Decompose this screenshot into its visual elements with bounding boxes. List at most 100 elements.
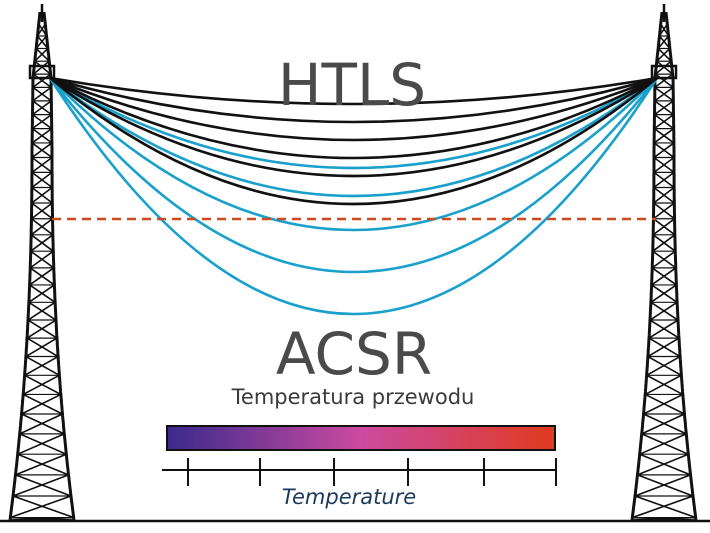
tower-brace bbox=[634, 474, 691, 497]
tower-brace bbox=[639, 433, 687, 455]
htls-label: HTLS bbox=[278, 51, 426, 119]
htls-conductor-2 bbox=[48, 76, 659, 124]
tower-brace bbox=[26, 319, 57, 339]
tower-brace bbox=[31, 113, 52, 130]
tower-brace bbox=[17, 433, 65, 455]
tower-brace bbox=[31, 142, 53, 159]
tower-brace bbox=[658, 23, 668, 37]
tower-brace bbox=[17, 453, 69, 476]
tower-brace bbox=[656, 60, 674, 75]
tower-brace bbox=[647, 337, 680, 358]
tower-brace bbox=[653, 127, 675, 144]
temperature-axis-caption: Temperature bbox=[282, 485, 416, 509]
tower-brace bbox=[25, 337, 58, 358]
tower-brace bbox=[654, 73, 674, 89]
tower-brace bbox=[643, 393, 684, 415]
tower-brace bbox=[641, 433, 689, 455]
tower-brace bbox=[658, 35, 671, 49]
tower-brace bbox=[653, 142, 675, 159]
tower-brace bbox=[653, 156, 675, 174]
tower-brace bbox=[648, 319, 679, 339]
htls-conductor-6 bbox=[48, 76, 659, 206]
tower-brace bbox=[652, 218, 676, 236]
tower-brace bbox=[31, 156, 53, 174]
tower-brace bbox=[653, 186, 675, 204]
tower-brace bbox=[639, 453, 691, 476]
tower-brace bbox=[653, 113, 674, 130]
tower-brace bbox=[32, 86, 52, 102]
tower-brace bbox=[12, 474, 69, 497]
tower-brace bbox=[31, 171, 53, 189]
tower-brace bbox=[34, 60, 52, 75]
tower-crossarm bbox=[650, 64, 678, 80]
tower-brace bbox=[654, 86, 674, 102]
tower-brace bbox=[36, 35, 49, 49]
acsr-label: ACSR bbox=[276, 320, 432, 388]
htls-conductor-3 bbox=[48, 76, 659, 142]
tower-brace bbox=[15, 474, 72, 497]
tower-brace bbox=[12, 495, 74, 519]
acsr-conductor-4 bbox=[48, 76, 659, 274]
tower-brace bbox=[32, 73, 52, 89]
tower-brace bbox=[657, 47, 672, 62]
tower-brace bbox=[35, 35, 48, 49]
tower-brace bbox=[28, 284, 55, 303]
tower-brace bbox=[32, 100, 52, 116]
temperature-gradient-bar bbox=[166, 425, 556, 451]
tower-brace bbox=[15, 453, 67, 476]
tower-brace bbox=[660, 23, 670, 37]
tower-brace bbox=[31, 186, 53, 204]
tower-brace bbox=[27, 301, 56, 321]
tower-brace bbox=[634, 495, 696, 519]
tower-brace bbox=[641, 413, 685, 435]
acsr-conductor-1 bbox=[48, 76, 659, 170]
tower-brace bbox=[10, 495, 72, 519]
tower-brace bbox=[637, 453, 689, 476]
tower-brace bbox=[36, 23, 46, 37]
tower-leg-right bbox=[664, 11, 698, 521]
tower-brace bbox=[24, 355, 59, 376]
temperature-axis-ticks bbox=[187, 458, 557, 486]
tower-leg-left bbox=[8, 11, 42, 521]
tower-brace bbox=[21, 393, 62, 415]
acsr-conductor-2 bbox=[48, 76, 659, 198]
tower-brace bbox=[19, 433, 67, 455]
htls-conductor-5 bbox=[48, 76, 659, 178]
tower-brace bbox=[30, 202, 53, 220]
tower-brace bbox=[19, 413, 63, 435]
tower-brace bbox=[637, 474, 694, 497]
tower-brace bbox=[652, 202, 675, 220]
tower-brace bbox=[654, 100, 674, 116]
tower-brace bbox=[653, 171, 675, 189]
tower-brace bbox=[38, 23, 48, 37]
tower-brace bbox=[29, 267, 55, 286]
tower-crossarm bbox=[28, 64, 56, 80]
tower-brace bbox=[649, 301, 678, 321]
tower-brace bbox=[656, 47, 671, 62]
tower-brace bbox=[632, 495, 694, 519]
tower-brace bbox=[22, 374, 60, 396]
tower-brace bbox=[29, 250, 54, 269]
tower-leg-right bbox=[42, 11, 76, 521]
tower-brace bbox=[30, 218, 54, 236]
htls-conductor-lines bbox=[48, 76, 659, 206]
tower-brace bbox=[651, 267, 677, 286]
tower-brace bbox=[644, 374, 682, 396]
temperature-bar-caption: Temperatura przewodu bbox=[231, 385, 475, 409]
tower-brace bbox=[34, 47, 49, 62]
tower-brace bbox=[30, 234, 54, 252]
tower-leg-left bbox=[630, 11, 664, 521]
right-tower bbox=[630, 4, 698, 521]
tower-brace bbox=[652, 234, 676, 252]
acsr-conductor-lines bbox=[48, 76, 659, 316]
htls-conductor-1 bbox=[48, 76, 659, 106]
htls-conductor-4 bbox=[48, 76, 659, 160]
acsr-conductor-3 bbox=[48, 76, 659, 232]
tower-brace bbox=[32, 60, 50, 75]
acsr-conductor-5 bbox=[48, 76, 659, 316]
tower-brace bbox=[657, 35, 670, 49]
tower-brace bbox=[651, 250, 676, 269]
tower-brace bbox=[31, 127, 53, 144]
tower-brace bbox=[654, 60, 672, 75]
